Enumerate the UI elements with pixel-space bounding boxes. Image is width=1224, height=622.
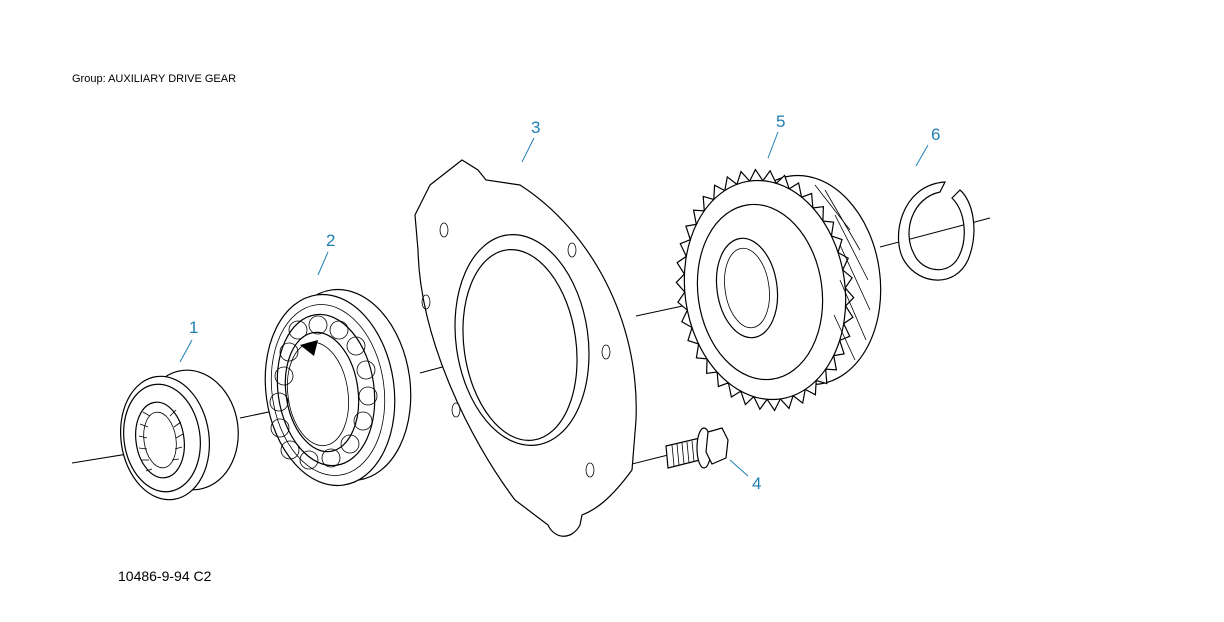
callout-label-3: 3 — [531, 118, 540, 137]
callout-6: 6 — [915, 125, 940, 167]
part-6-snap-ring — [897, 181, 975, 281]
part-4-flange-bolt — [665, 427, 729, 469]
part-1-splined-hub — [119, 369, 239, 501]
callout-3: 3 — [521, 118, 540, 163]
callout-label-4: 4 — [752, 474, 761, 493]
callout-label-5: 5 — [776, 112, 785, 131]
callout-2: 2 — [317, 231, 335, 276]
part-3-retainer-plate — [414, 159, 637, 537]
callout-label-6: 6 — [931, 125, 940, 144]
callout-4: 4 — [729, 459, 761, 493]
part-2-roller-bearing — [264, 288, 412, 487]
figure-code: 10486-9-94 C2 — [118, 568, 212, 584]
callout-label-1: 1 — [189, 318, 198, 337]
callout-1: 1 — [179, 318, 198, 363]
part-5-helical-gear — [675, 168, 882, 412]
callout-label-2: 2 — [326, 231, 335, 250]
callout-5: 5 — [767, 112, 785, 159]
group-title: Group: AUXILIARY DRIVE GEAR — [72, 73, 237, 85]
